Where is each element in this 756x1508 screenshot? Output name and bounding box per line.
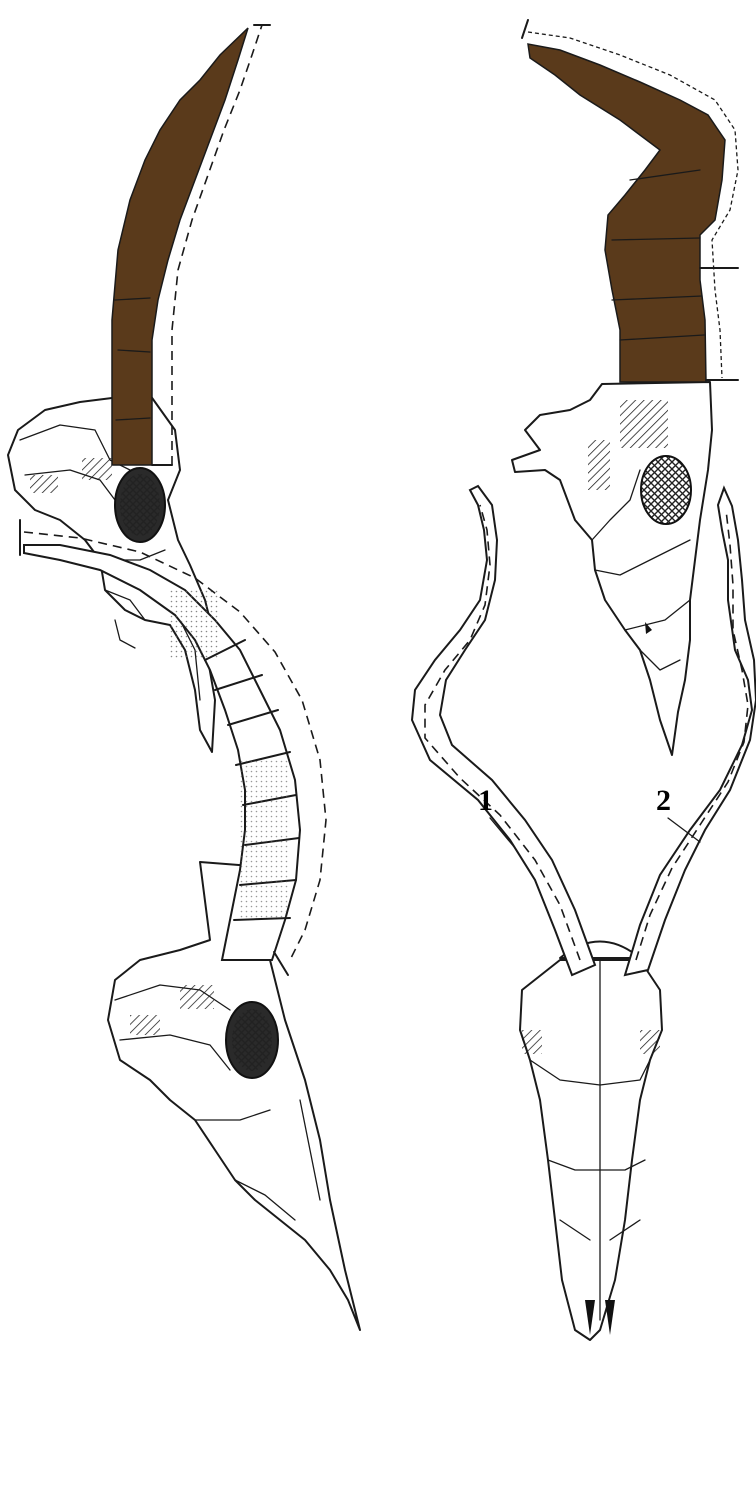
orbit-2 [641, 456, 691, 524]
label-horn-1: 1 [478, 784, 493, 817]
skull-4 [520, 960, 662, 1340]
skull-2-hatch [620, 400, 668, 448]
panel-frontal-horns: 1 2 [412, 486, 756, 1340]
horn-left-4 [412, 486, 595, 975]
panel-curved-horn [512, 20, 738, 755]
label-horn-2: 2 [656, 784, 671, 817]
skull-1-hatch [82, 458, 112, 480]
horn-core-1 [112, 28, 248, 465]
horn-core-2 [528, 44, 725, 382]
skull-2 [512, 382, 712, 755]
skull-3-hatch [180, 985, 214, 1009]
panel-segmented-horn [20, 520, 360, 1330]
